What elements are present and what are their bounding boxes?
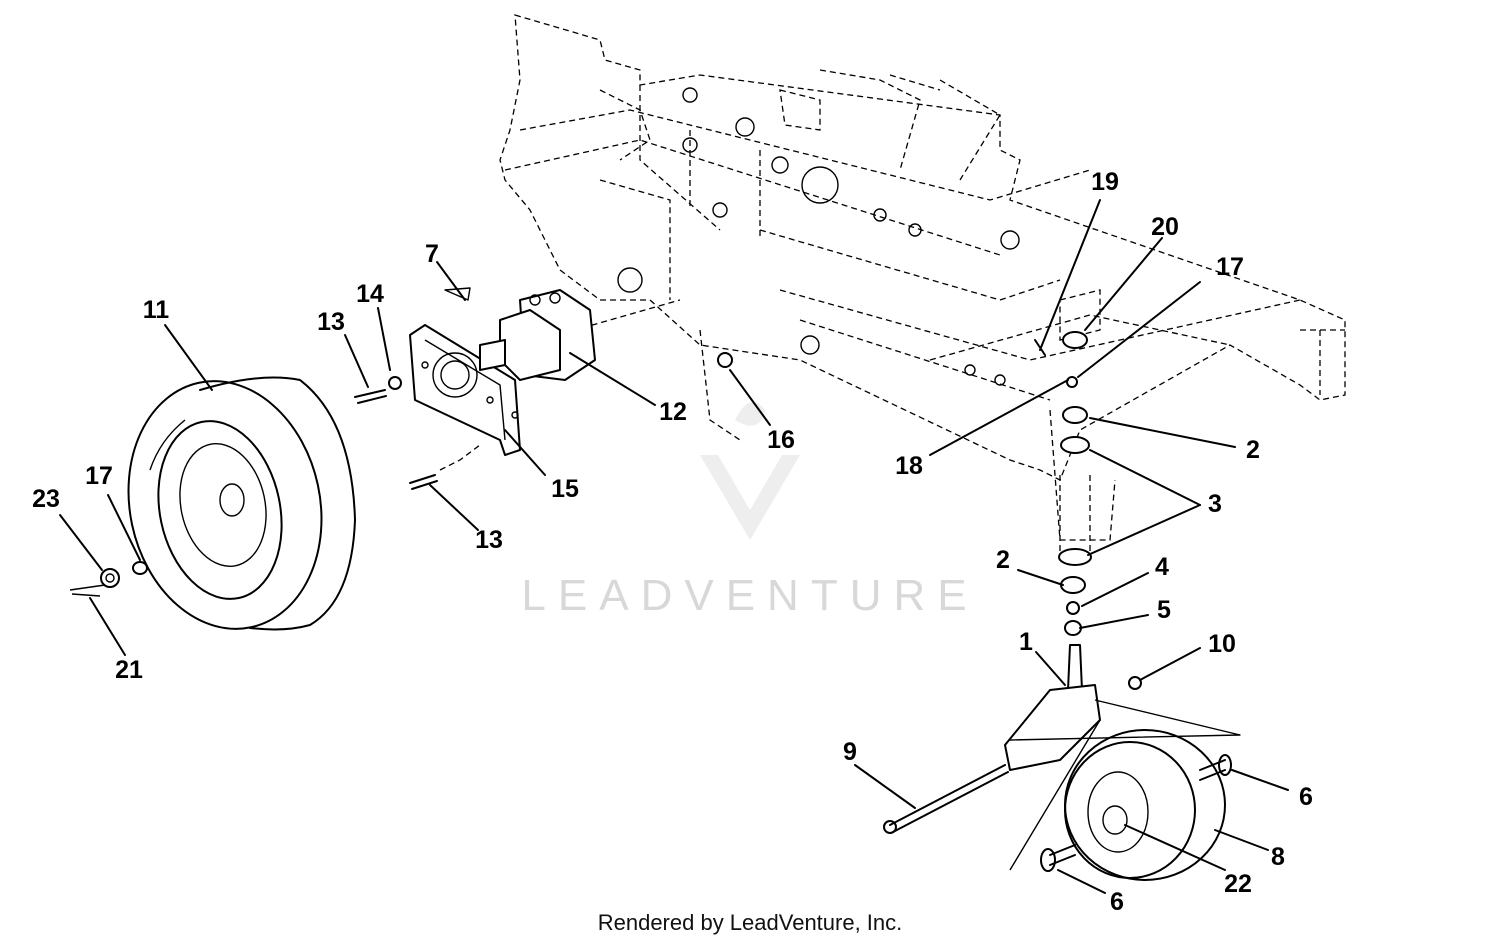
- callout-16: 16: [767, 426, 795, 454]
- callout-14: 14: [356, 280, 384, 308]
- callout-19: 19: [1091, 168, 1119, 196]
- leader-lines: [59, 199, 1289, 894]
- callout-3: 3: [1208, 490, 1222, 518]
- callout-17-right: 17: [1216, 253, 1244, 281]
- callout-18: 18: [895, 452, 923, 480]
- callout-13-upper: 13: [317, 308, 345, 336]
- callout-7: 7: [425, 240, 439, 268]
- tractor-frame: [499, 14, 1346, 541]
- footer-credit: Rendered by LeadVenture, Inc.: [597, 910, 903, 935]
- callout-5: 5: [1157, 596, 1171, 624]
- watermark-text: LEADVENTURE: [521, 571, 978, 620]
- hub-parts-left: [69, 561, 148, 597]
- callout-9: 9: [843, 738, 857, 766]
- callout-17-left: 17: [85, 462, 113, 490]
- callout-4: 4: [1155, 553, 1169, 581]
- callout-6-lower: 6: [1110, 888, 1124, 916]
- callout-8: 8: [1271, 843, 1285, 871]
- callout-22: 22: [1224, 870, 1252, 898]
- watermark-logo-icon: [700, 402, 800, 540]
- callout-11: 11: [143, 296, 170, 324]
- callout-2-lower: 2: [996, 546, 1010, 574]
- nut-part-16: [717, 352, 733, 368]
- caster-assembly: [883, 331, 1241, 881]
- callout-21: 21: [115, 656, 143, 684]
- callout-2-upper: 2: [1246, 436, 1260, 464]
- callout-1: 1: [1019, 628, 1033, 656]
- callout-12: 12: [659, 398, 687, 426]
- watermark: LEADVENTURE: [521, 402, 978, 620]
- callout-20: 20: [1151, 213, 1179, 241]
- callout-15: 15: [551, 475, 579, 503]
- callout-10: 10: [1208, 630, 1236, 658]
- callout-labels: 1 2 2 3 4 5 6 6 7 8 9 10 11 12 13 13 14 …: [32, 168, 1313, 916]
- callout-13-lower: 13: [475, 526, 503, 554]
- callout-6-upper: 6: [1299, 783, 1313, 811]
- callout-23: 23: [32, 485, 60, 513]
- rear-wheel-part-11: [127, 376, 356, 631]
